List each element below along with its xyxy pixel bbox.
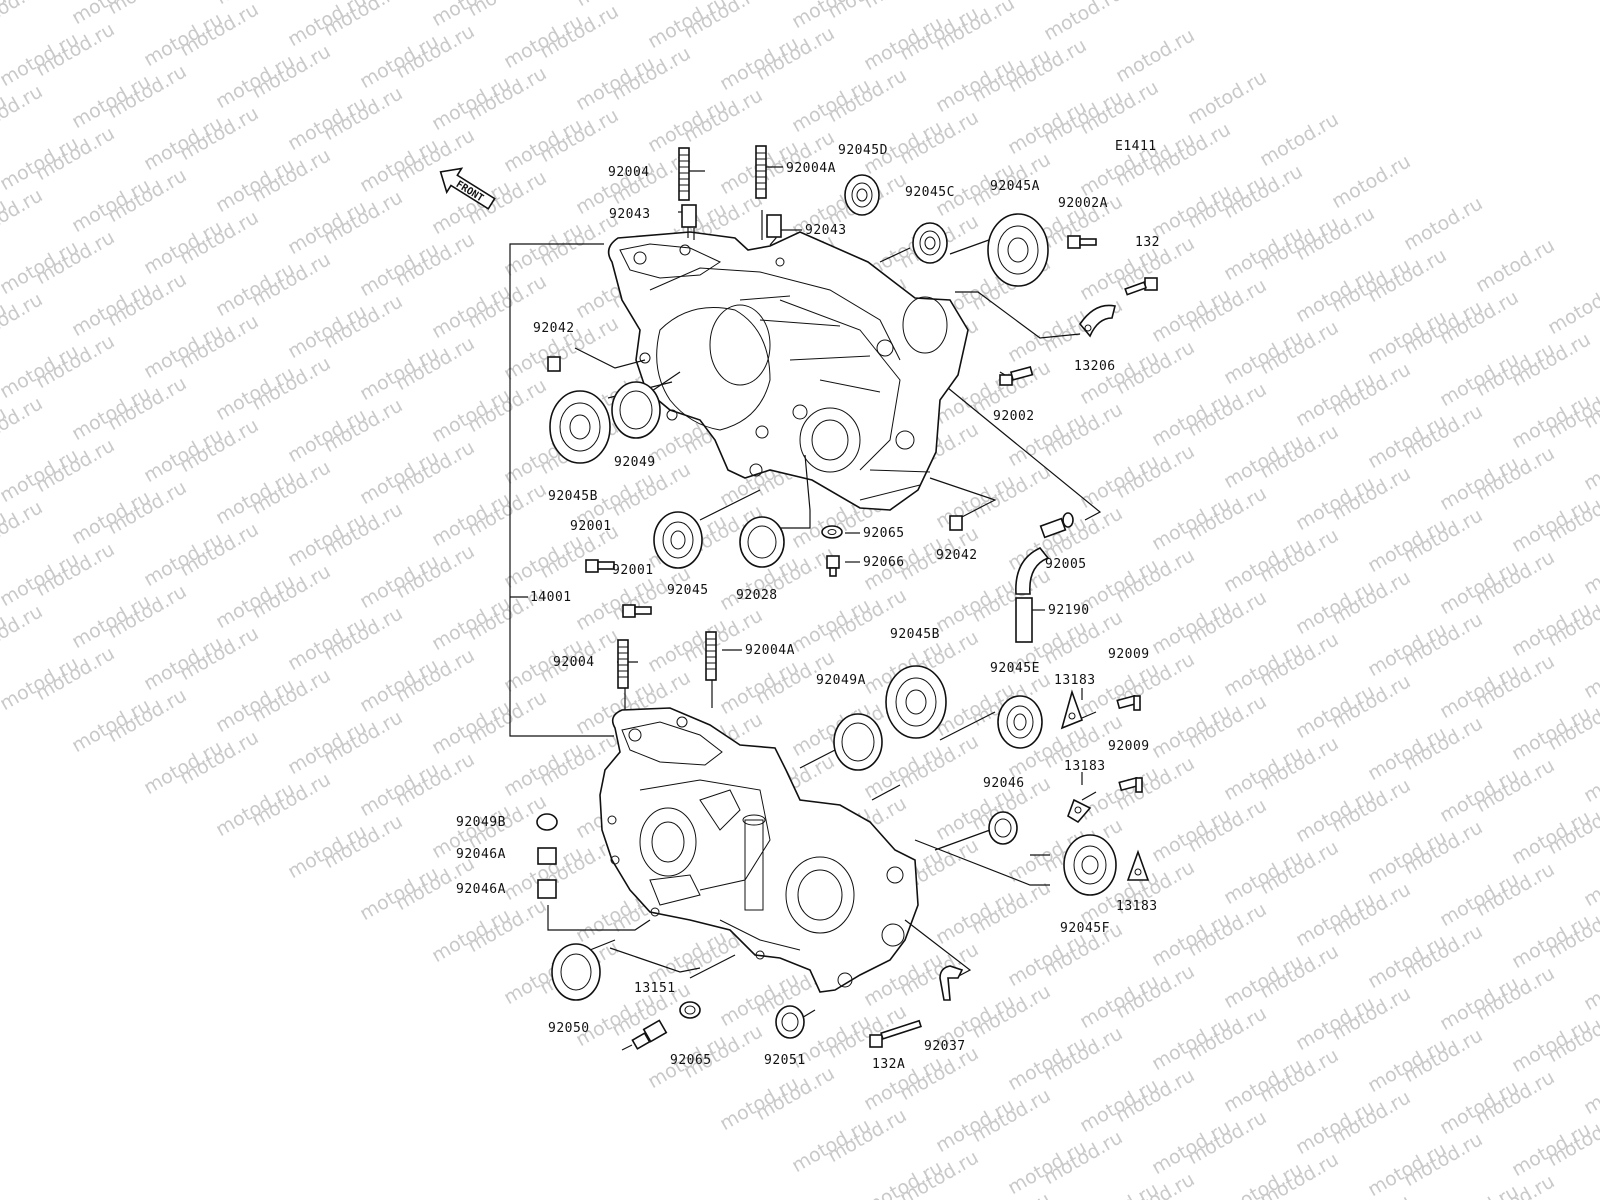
clamp-icon bbox=[939, 965, 964, 1001]
bolt-icon bbox=[622, 604, 652, 618]
stud-icon bbox=[755, 145, 767, 199]
part-label[interactable]: 92045A bbox=[990, 179, 1040, 194]
part-label[interactable]: 92004 bbox=[608, 165, 650, 180]
part-label[interactable]: 92050 bbox=[548, 1021, 590, 1036]
bushing-icon bbox=[739, 516, 785, 568]
part-label[interactable]: 92190 bbox=[1048, 603, 1090, 618]
part-label[interactable]: 92043 bbox=[609, 207, 651, 222]
part-label[interactable]: 132A bbox=[872, 1057, 905, 1072]
fitting-icon bbox=[1039, 512, 1074, 539]
part-label[interactable]: 92045B bbox=[890, 627, 940, 642]
part-label[interactable]: 92004A bbox=[745, 643, 795, 658]
front-arrow-icon: FRONT bbox=[439, 167, 496, 210]
part-label[interactable]: 92049A bbox=[816, 673, 866, 688]
washer-icon bbox=[679, 1001, 701, 1019]
part-label[interactable]: 92009 bbox=[1108, 739, 1150, 754]
upper-crankcase-half bbox=[607, 231, 969, 511]
part-label[interactable]: 92049 bbox=[614, 455, 656, 470]
sensor-icon bbox=[621, 1019, 668, 1051]
part-label[interactable]: 92045B bbox=[548, 489, 598, 504]
bearing-icon bbox=[885, 665, 947, 739]
part-label[interactable]: 92046 bbox=[983, 776, 1025, 791]
bolt-icon bbox=[1067, 235, 1097, 249]
part-label[interactable]: 92046A bbox=[456, 882, 506, 897]
bolt-icon bbox=[999, 365, 1034, 386]
bolt-icon bbox=[869, 1019, 922, 1048]
part-label[interactable]: 92045 bbox=[667, 583, 709, 598]
bearing-icon bbox=[1063, 834, 1117, 896]
part-label[interactable]: 92042 bbox=[936, 548, 978, 563]
part-label[interactable]: 13183 bbox=[1054, 673, 1096, 688]
part-label[interactable]: 92004A bbox=[786, 161, 836, 176]
bolt-icon bbox=[1118, 776, 1143, 793]
part-label[interactable]: 92046A bbox=[456, 847, 506, 862]
dowel-pin-icon bbox=[766, 214, 782, 238]
part-label[interactable]: 92042 bbox=[533, 321, 575, 336]
collar-icon bbox=[537, 879, 557, 899]
part-label[interactable]: 92045C bbox=[905, 185, 955, 200]
part-label[interactable]: 92045D bbox=[838, 143, 888, 158]
clamp-icon bbox=[1078, 304, 1116, 338]
stud-icon bbox=[705, 631, 717, 681]
bolt-icon bbox=[585, 559, 615, 573]
part-label[interactable]: 92004 bbox=[553, 655, 595, 670]
oil-seal-icon bbox=[833, 713, 883, 771]
part-label[interactable]: 13151 bbox=[634, 981, 676, 996]
lower-crankcase-half bbox=[599, 707, 919, 993]
stud-icon bbox=[678, 147, 690, 201]
oil-seal-icon bbox=[775, 1005, 805, 1039]
part-label[interactable]: 92001 bbox=[612, 563, 654, 578]
part-label[interactable]: 14001 bbox=[530, 590, 572, 605]
bearing-icon bbox=[844, 174, 880, 216]
oil-seal-icon bbox=[611, 381, 661, 439]
part-label[interactable]: 92066 bbox=[863, 555, 905, 570]
part-label[interactable]: 132 bbox=[1135, 235, 1160, 250]
bearing-icon bbox=[912, 222, 948, 264]
part-label[interactable]: 92037 bbox=[924, 1039, 966, 1054]
part-label[interactable]: 92065 bbox=[863, 526, 905, 541]
part-label[interactable]: 92045E bbox=[990, 661, 1040, 676]
part-label[interactable]: 92028 bbox=[736, 588, 778, 603]
needle-bearing-icon bbox=[988, 811, 1018, 845]
dowel-pin-icon bbox=[681, 204, 697, 228]
oil-seal-icon bbox=[551, 943, 601, 1001]
part-label[interactable]: 13183 bbox=[1064, 759, 1106, 774]
dowel-pin-icon bbox=[949, 515, 963, 531]
hose-icon bbox=[1015, 547, 1050, 643]
part-labels: 92004 92004A 92045D 92043 92043 92045C 9… bbox=[456, 143, 1160, 1072]
plate-icon bbox=[1067, 798, 1092, 824]
part-label[interactable]: 92002 bbox=[993, 409, 1035, 424]
part-label[interactable]: 92002A bbox=[1058, 196, 1108, 211]
collar-icon bbox=[536, 813, 558, 831]
plate-icon bbox=[1060, 689, 1084, 730]
part-label[interactable]: 92009 bbox=[1108, 647, 1150, 662]
part-label[interactable]: 92051 bbox=[764, 1053, 806, 1068]
collar-icon bbox=[537, 847, 557, 865]
bearing-icon bbox=[997, 695, 1043, 749]
dowel-pin-icon bbox=[547, 356, 561, 372]
part-label[interactable]: 92045F bbox=[1060, 921, 1110, 936]
part-label[interactable]: 92065 bbox=[670, 1053, 712, 1068]
bolt-icon bbox=[826, 555, 840, 577]
bolt-icon bbox=[1124, 277, 1158, 296]
bearing-icon bbox=[549, 390, 611, 464]
plate-icon bbox=[1126, 849, 1150, 881]
bolt-icon bbox=[1116, 694, 1141, 711]
stud-icon bbox=[617, 639, 629, 689]
bearing-icon bbox=[653, 511, 703, 569]
part-label[interactable]: 13206 bbox=[1074, 359, 1116, 374]
part-label[interactable]: 92043 bbox=[805, 223, 847, 238]
washer-icon bbox=[821, 525, 843, 539]
part-label[interactable]: 13183 bbox=[1116, 899, 1158, 914]
part-label[interactable]: 92005 bbox=[1045, 557, 1087, 572]
part-label[interactable]: 92049B bbox=[456, 815, 506, 830]
part-label[interactable]: 92001 bbox=[570, 519, 612, 534]
leader-lines bbox=[509, 166, 1102, 1026]
diagram-code: E1411 bbox=[1115, 139, 1157, 154]
bearing-icon bbox=[987, 213, 1049, 287]
